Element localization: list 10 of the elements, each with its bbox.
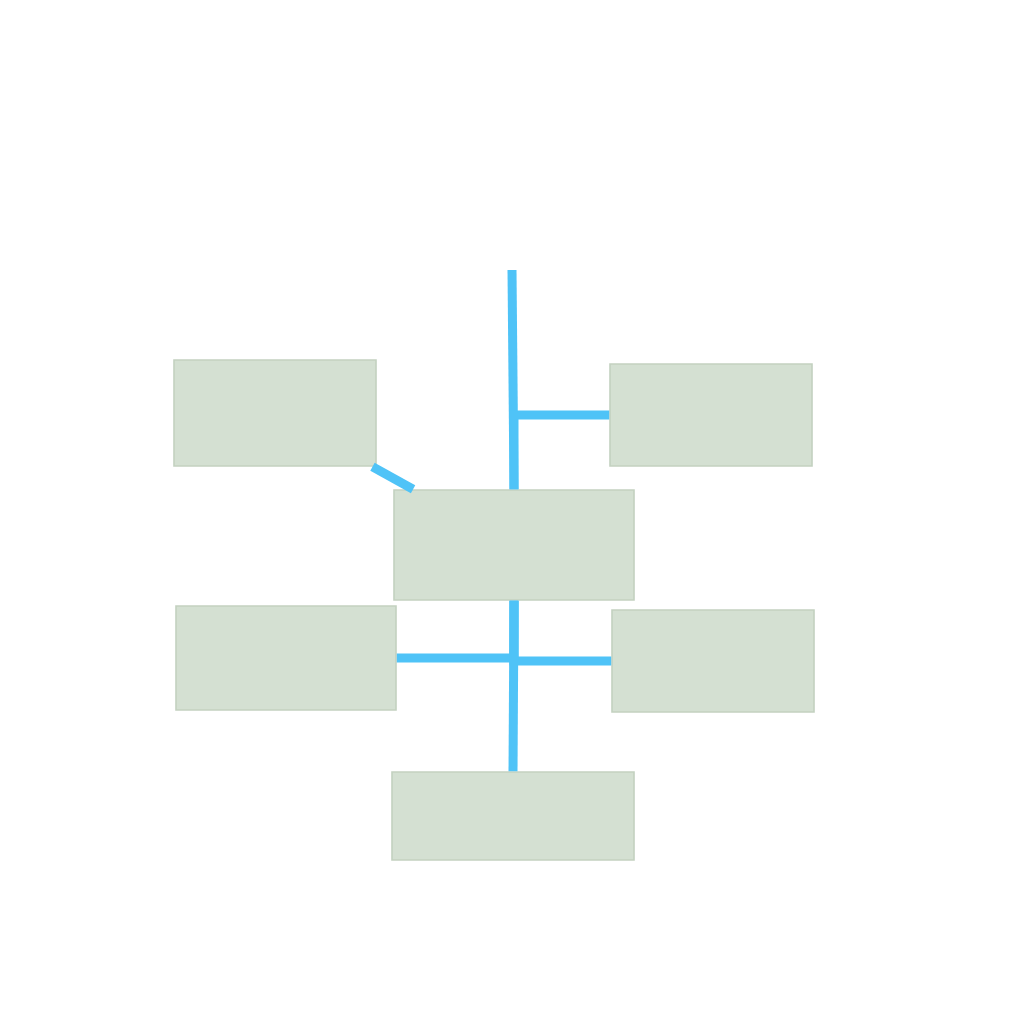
connector-line bbox=[508, 600, 519, 772]
connector-line bbox=[509, 410, 610, 490]
process-box bbox=[609, 363, 813, 467]
process-box bbox=[611, 609, 815, 713]
process-box bbox=[175, 605, 397, 711]
connector-line bbox=[370, 462, 416, 494]
process-box bbox=[393, 489, 635, 601]
connector-line bbox=[507, 269, 519, 490]
process-box bbox=[391, 771, 635, 861]
process-box bbox=[173, 359, 377, 467]
